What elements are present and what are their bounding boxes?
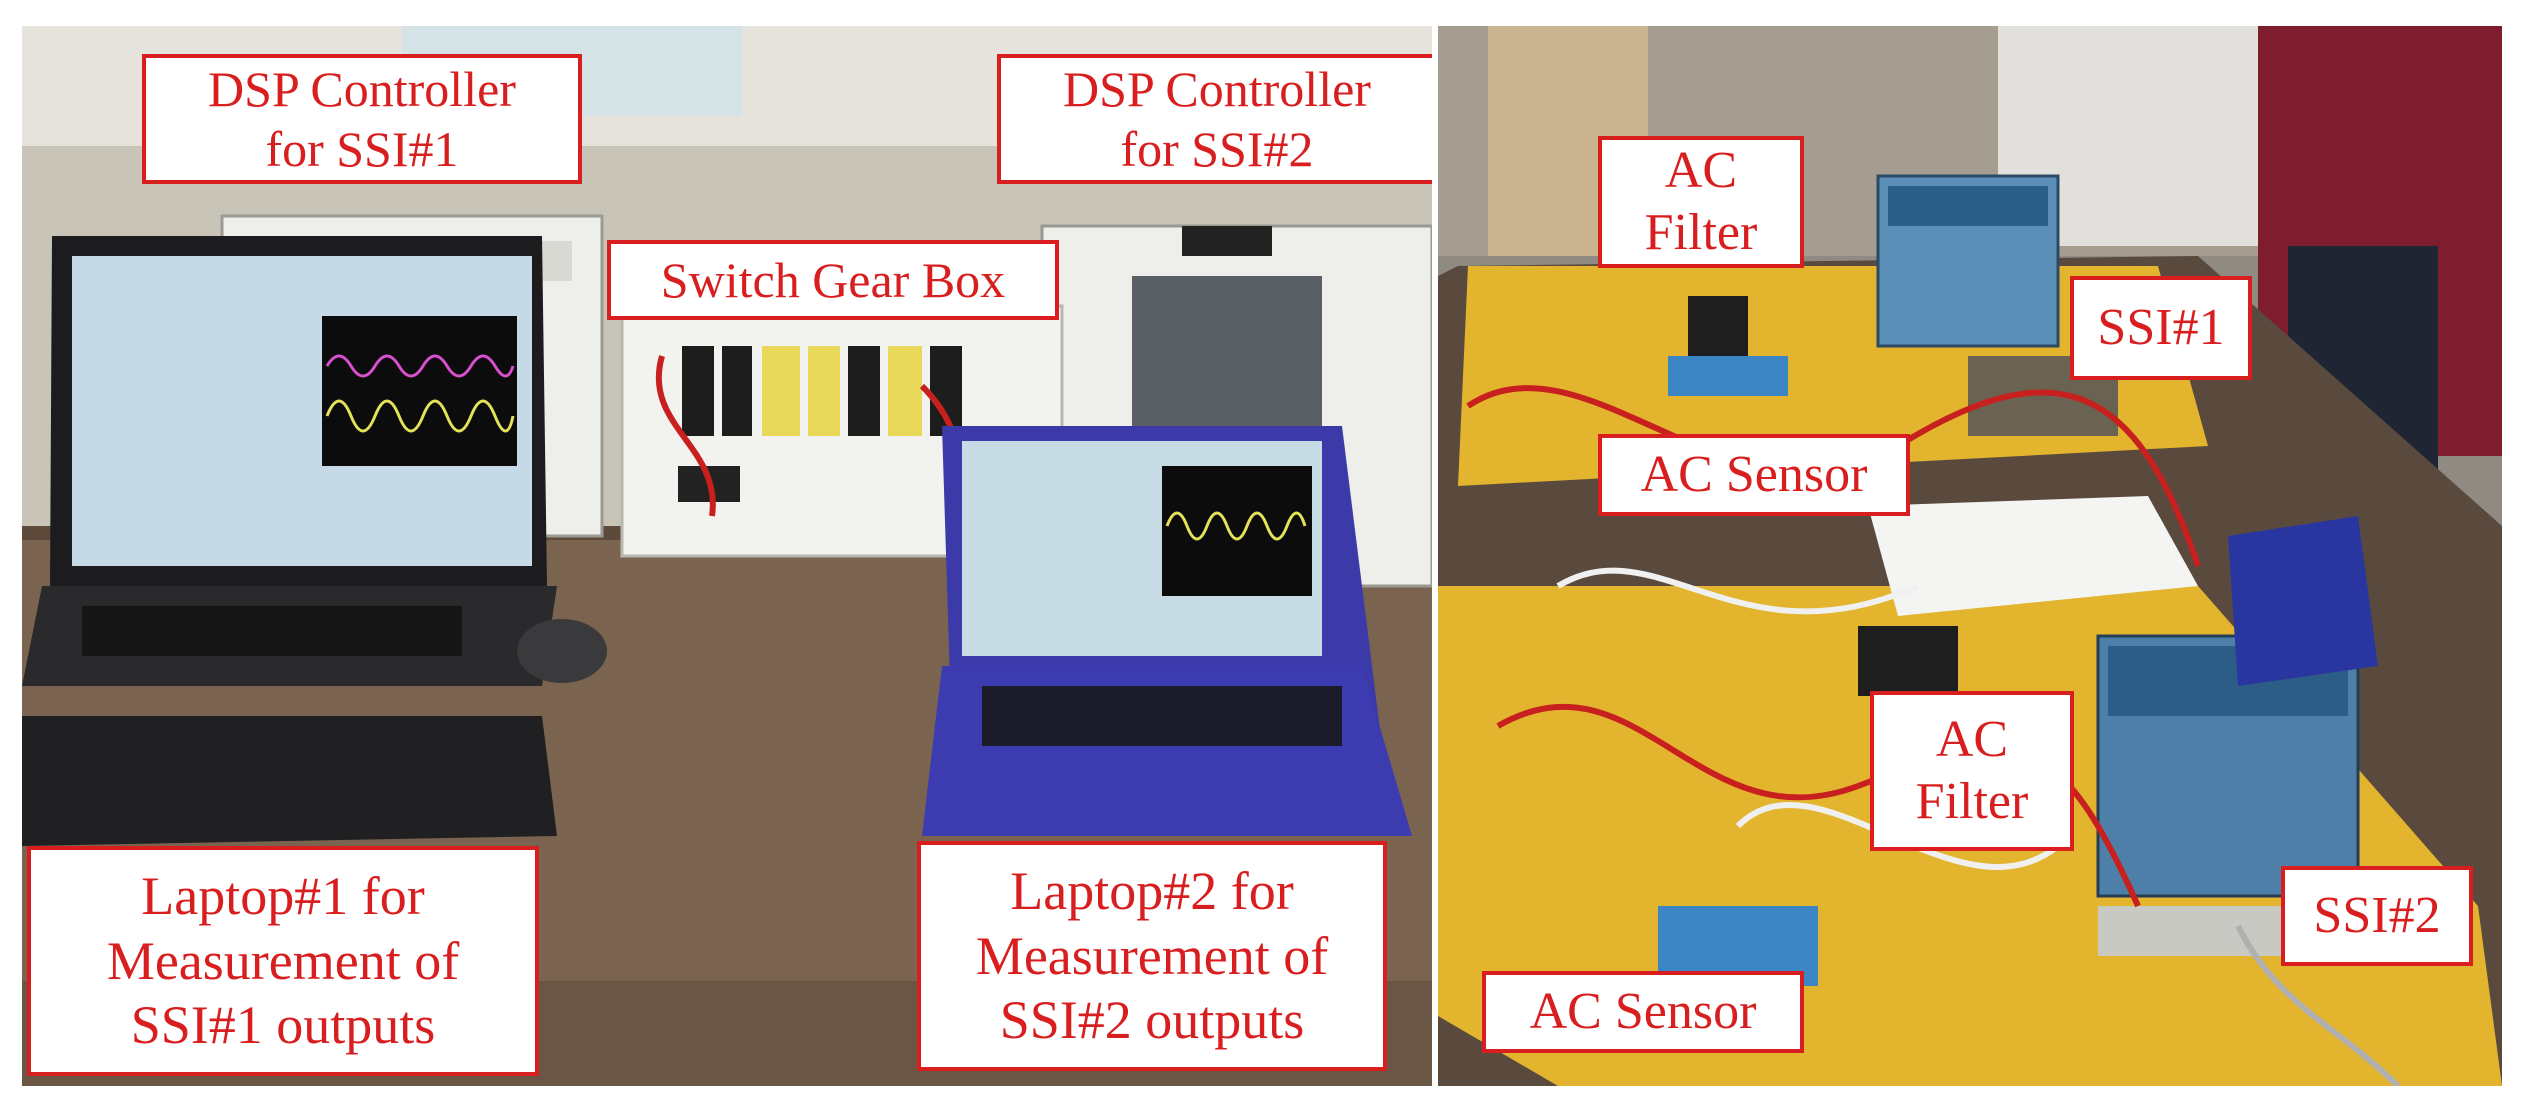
breaker-2 — [722, 346, 752, 436]
ac-sensor-board-1 — [1668, 356, 1788, 396]
laptop1-keyboard — [82, 606, 462, 656]
wire-white-1 — [1556, 567, 1920, 615]
label-line: for SSI#2 — [1120, 121, 1314, 177]
label-ssi2: SSI#2 — [2281, 866, 2473, 966]
breaker-1 — [682, 346, 714, 436]
label-line: Laptop#2 for — [1010, 860, 1294, 921]
label-line: for SSI#1 — [265, 121, 459, 177]
label-line: SSI#2 — [2313, 886, 2441, 944]
label-line: AC Sensor — [1529, 982, 1757, 1040]
breaker-5 — [848, 346, 880, 436]
label-dsp-controller-ssi1: DSP Controller for SSI#1 — [142, 54, 582, 184]
label-laptop1: Laptop#1 for Measurement of SSI#1 output… — [27, 846, 539, 1076]
label-line: AC — [1935, 710, 2009, 768]
ac-filter-box-1 — [1858, 626, 1958, 696]
label-ac-sensor-bottom: AC Sensor — [1482, 971, 1804, 1053]
multimeter — [2228, 516, 2378, 686]
label-switch-gear-box: Switch Gear Box — [607, 240, 1059, 320]
laptop1-waveform-1 — [325, 354, 515, 378]
laptop2-keyboard — [982, 686, 1342, 746]
laptop1-scope — [322, 316, 517, 466]
label-line: Measurement of — [975, 925, 1329, 986]
mouse — [517, 619, 607, 683]
label-line: DSP Controller — [208, 61, 516, 117]
breaker-4 — [808, 346, 840, 436]
label-dsp-controller-ssi2: DSP Controller for SSI#2 — [997, 54, 1432, 184]
ssi1-top-board — [1888, 186, 2048, 226]
breaker-3 — [762, 346, 800, 436]
keyboard — [22, 716, 557, 846]
breaker-6 — [888, 346, 922, 436]
label-line: Measurement of — [106, 930, 460, 991]
label-ac-filter-bottom: AC Filter — [1870, 691, 2074, 851]
wire-grey — [2235, 924, 2401, 1086]
label-line: Filter — [1644, 204, 1758, 261]
laptop1-waveform-2 — [325, 399, 515, 433]
label-ac-filter-top: AC Filter — [1598, 136, 1804, 268]
laptop2-waveform — [1165, 511, 1307, 541]
paper-sheet — [1868, 496, 2198, 616]
label-line: SSI#1 — [2097, 298, 2225, 356]
label-line: AC — [1664, 141, 1738, 199]
wire-red-1 — [655, 355, 716, 517]
label-line: DSP Controller — [1063, 61, 1371, 117]
label-line: Laptop#1 for — [141, 865, 425, 926]
right-photo-panel: AC Filter SSI#1 AC Sensor AC Filter SSI#… — [1438, 26, 2502, 1086]
label-laptop2: Laptop#2 for Measurement of SSI#2 output… — [917, 841, 1387, 1071]
laptop2-scope — [1162, 466, 1312, 596]
label-line: Switch Gear Box — [660, 252, 1006, 308]
label-ssi1: SSI#1 — [2070, 276, 2252, 380]
ac-filter-box-2 — [1688, 296, 1748, 356]
dsp-controller-2-module — [1182, 226, 1272, 256]
left-photo-panel: DSP Controller for SSI#1 DSP Controller … — [22, 26, 1432, 1086]
label-ac-sensor-top: AC Sensor — [1598, 434, 1910, 516]
label-line: Filter — [1915, 773, 2029, 830]
label-line: AC Sensor — [1640, 445, 1868, 503]
label-line: SSI#1 outputs — [130, 995, 436, 1056]
label-line: SSI#2 outputs — [999, 990, 1305, 1051]
